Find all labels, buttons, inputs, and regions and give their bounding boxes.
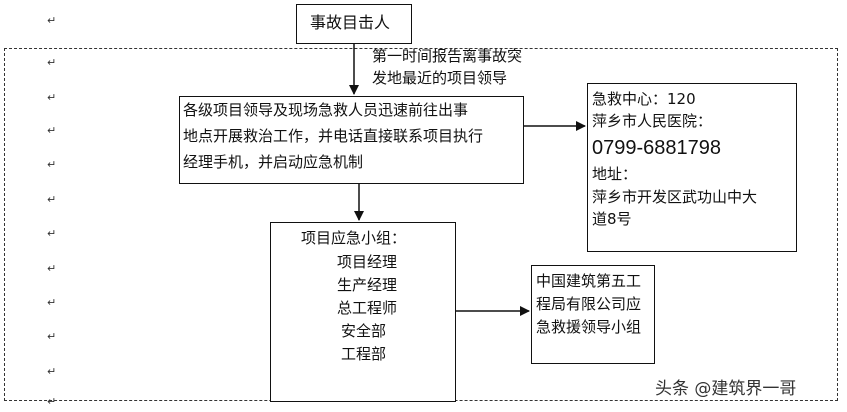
- response-action-box: 各级项目领导及现场急救人员迅速前往出事 地点开展救治工作，并电话直接联系项目执行…: [179, 96, 524, 184]
- witness-box: 事故目击人: [296, 4, 412, 44]
- paragraph-mark: ↵: [47, 330, 57, 343]
- team-title: 项目应急小组：: [301, 229, 407, 247]
- report-note-line1: 第一时间报告离事故突: [372, 47, 523, 65]
- hospital-info-box: 急救中心：120 萍乡市人民医院： 0799-6881798 地址： 萍乡市开发…: [587, 83, 797, 252]
- paragraph-mark: ↵: [47, 56, 57, 69]
- emergency-team-box: 项目应急小组： 项目经理 生产经理 总工程师 安全部 工程部: [270, 222, 456, 402]
- team-member: 生产经理: [337, 276, 398, 294]
- paragraph-mark: ↵: [47, 262, 57, 275]
- leadership-line1: 中国建筑第五工: [536, 272, 642, 290]
- response-action-line3: 经理手机，并启动应急机制: [183, 153, 364, 171]
- team-member: 工程部: [341, 345, 387, 363]
- team-member: 项目经理: [337, 253, 398, 271]
- address-line1-text: 萍乡市开发区武功山中大: [592, 188, 758, 206]
- paragraph-mark: ↵: [47, 124, 57, 137]
- address-line2-text: 道8号: [592, 210, 632, 228]
- leadership-group-box: 中国建筑第五工 程局有限公司应 急救援领导小组: [531, 265, 655, 364]
- paragraph-mark: ↵: [47, 395, 57, 408]
- witness-label: 事故目击人: [310, 13, 391, 32]
- paragraph-mark: ↵: [47, 91, 57, 104]
- paragraph-mark: ↵: [47, 227, 57, 240]
- paragraph-mark: ↵: [47, 14, 57, 27]
- paragraph-mark: ↵: [47, 296, 57, 309]
- report-note-line2: 发地最近的项目领导: [372, 69, 508, 87]
- team-member: 总工程师: [337, 299, 398, 317]
- paragraph-mark: ↵: [47, 365, 57, 378]
- response-action-line2: 地点开展救治工作，并电话直接联系项目执行: [183, 127, 484, 145]
- paragraph-mark: ↵: [47, 193, 57, 206]
- hospital-phone-text: 0799-6881798: [592, 137, 722, 159]
- team-member: 安全部: [341, 322, 387, 340]
- hospital-name-text: 萍乡市人民医院：: [592, 112, 713, 130]
- emergency-center-text: 急救中心：120: [592, 90, 696, 108]
- leadership-line2: 程局有限公司应: [536, 295, 642, 313]
- watermark: 头条 @建筑界一哥: [655, 379, 797, 399]
- paragraph-mark: ↵: [47, 158, 57, 171]
- response-action-line1: 各级项目领导及现场急救人员迅速前往出事: [183, 101, 469, 119]
- leadership-line3: 急救援领导小组: [536, 318, 642, 336]
- address-label-text: 地址：: [592, 165, 638, 183]
